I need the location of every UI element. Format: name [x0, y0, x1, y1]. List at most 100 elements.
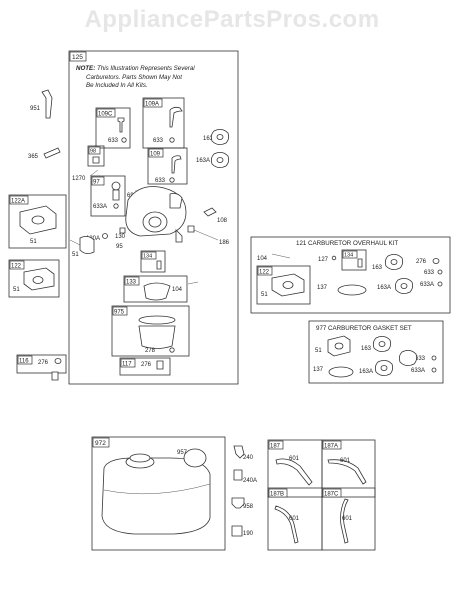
kit-gasket-163-hole: [390, 259, 398, 265]
kit-oring-633a: [437, 281, 443, 287]
set-callout-633a: 633A: [411, 368, 425, 374]
kit-callout-633: 633: [424, 270, 435, 276]
kit-tag-122: [257, 266, 273, 276]
callout-240: 240: [243, 455, 254, 461]
tag-122a: [9, 195, 29, 205]
tag-133: [124, 276, 140, 286]
tag-975-label: 975: [114, 310, 125, 316]
tag-187c-label: 187C: [324, 492, 339, 498]
note-line-3: Be Included In All Kits.: [86, 82, 148, 90]
callout-1270: 1270: [72, 176, 86, 182]
callout-240a: 240A: [243, 478, 257, 484]
callout-163-a: 163: [203, 136, 214, 142]
callout-186: 186: [219, 240, 230, 246]
callout-633a-a: 633A: [93, 204, 107, 210]
leader-186: [193, 229, 219, 241]
tag-116-label: 116: [19, 359, 29, 365]
box-134: [140, 250, 166, 273]
box-187c: [321, 487, 376, 551]
gasket-163a-a-hole: [216, 157, 224, 163]
needle-109a: [169, 106, 183, 128]
fuel-line-187: [275, 458, 313, 486]
plug-130a: [102, 233, 108, 239]
washer-278: [169, 347, 175, 353]
callout-51-b: 51: [30, 239, 37, 245]
gasket-163-a-hole: [216, 134, 224, 140]
needle-109: [171, 155, 182, 174]
illustration-note: NOTE: This Illustration Represents Sever…: [76, 65, 236, 91]
set-gasket-163-hole: [378, 341, 386, 347]
set-gasket-51-hole: [334, 342, 344, 350]
watermark: AppliancePartsPros.com: [84, 6, 380, 33]
box-122: [8, 259, 60, 298]
tag-109c-label: 109C: [98, 112, 113, 118]
tag-98: [88, 146, 101, 155]
tag-187b: [268, 488, 288, 498]
carburetor-top: [169, 193, 183, 209]
set-callout-163: 163: [361, 346, 372, 352]
carburetor-drain: [175, 229, 183, 243]
tag-98-label: 98: [90, 149, 96, 155]
callout-95: 95: [116, 244, 123, 250]
tag-109-label: 109: [150, 152, 161, 158]
callout-601-d: 601: [342, 516, 353, 522]
tag-97-label: 97: [93, 180, 100, 186]
main-box-label: 125: [72, 54, 83, 61]
gasket-set-title: 977 CARBURETOR GASKET SET: [316, 325, 412, 332]
tag-187: [268, 440, 284, 450]
tag-187-label: 187: [270, 444, 281, 450]
box-109: [147, 147, 188, 185]
kit-part-127: [331, 255, 337, 261]
kit-tag-134: [342, 250, 358, 259]
tag-134: [141, 251, 157, 260]
carburetor-throat-inner: [148, 216, 162, 228]
callout-601-b: 601: [340, 458, 351, 464]
stem-97: [112, 189, 120, 201]
callout-104-a: 104: [172, 287, 183, 293]
tag-122a-label: 122A: [11, 199, 25, 205]
kit-box-134: [341, 249, 367, 271]
note-line-1: This Illustration Represents Several: [96, 65, 195, 72]
kit-oring-633: [437, 269, 443, 275]
note-line-2: Carburetors. Parts Shown May Not: [86, 73, 182, 81]
tag-97: [91, 176, 105, 186]
tag-122-label: 122: [11, 264, 22, 270]
part-365: [43, 147, 61, 159]
kit-callout-163: 163: [372, 265, 383, 271]
kit-callout-163a: 163A: [377, 285, 391, 291]
box-116: [16, 354, 67, 374]
tag-187b-label: 187B: [270, 492, 284, 498]
bowl-screw-117: [156, 360, 164, 370]
callout-130: 130: [115, 234, 126, 240]
callout-51-c: 51: [13, 287, 20, 293]
screw-186: [187, 225, 195, 233]
oring-633-a: [121, 137, 127, 143]
needle-134: [156, 260, 162, 270]
callout-957: 957: [177, 450, 188, 456]
oring-633a-a: [113, 203, 119, 209]
fuel-tank-tag: [92, 437, 110, 448]
callout-951: 951: [30, 106, 41, 112]
callout-633-a: 633: [108, 138, 119, 144]
kit-tag-134-label: 134: [344, 253, 353, 259]
overhaul-kit-box: [250, 236, 451, 314]
tag-975: [112, 306, 128, 316]
box-97: [90, 175, 126, 217]
kit-washer-276: [432, 258, 440, 264]
fuel-tank: [101, 457, 211, 535]
part-240a: [233, 469, 243, 481]
gasket-51-a: [79, 236, 95, 254]
callout-276-b: 276: [141, 362, 152, 368]
bowl-gasket: [138, 315, 176, 325]
box-187a: [321, 439, 376, 498]
callout-278: 278: [145, 348, 156, 354]
fuel-cap-957: [183, 448, 207, 468]
kit-needle-134: [357, 258, 363, 268]
callout-163a-a: 163A: [196, 158, 210, 164]
tag-117-label: 117: [122, 362, 132, 368]
set-callout-163a: 163A: [359, 369, 373, 375]
tag-109: [148, 148, 164, 158]
tag-122: [9, 260, 25, 270]
box-109c: [95, 107, 131, 149]
